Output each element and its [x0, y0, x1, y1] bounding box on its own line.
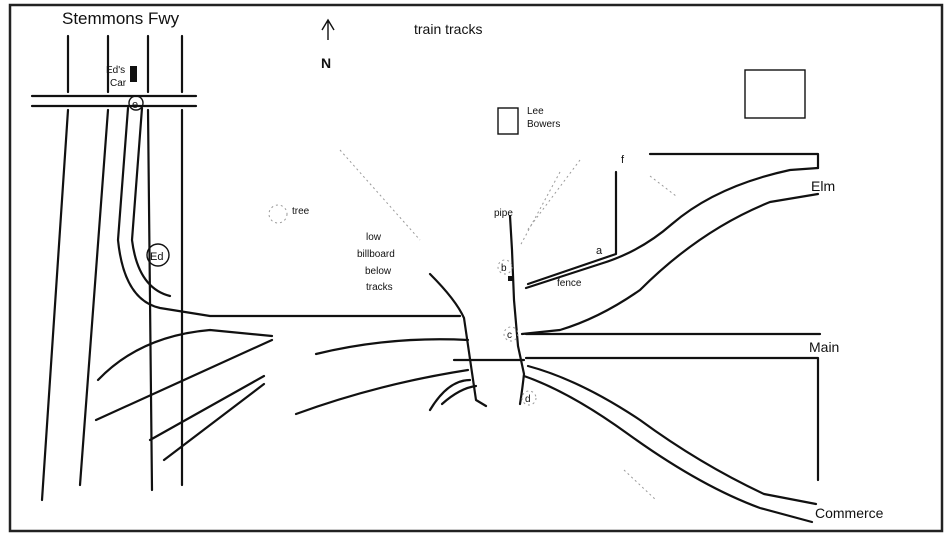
point-e-circle: [128, 95, 144, 111]
point-c-label: c: [507, 330, 512, 341]
point-b-marker: [508, 276, 513, 281]
map-frame: [8, 3, 944, 533]
pipe-label: pipe: [494, 208, 513, 219]
commerce-street: [522, 364, 818, 524]
fence-label: fence: [557, 278, 582, 289]
billboard-label-4: tracks: [366, 282, 393, 293]
point-a-label: a: [596, 245, 603, 257]
ed-circle: [146, 243, 170, 267]
point-e-label: e: [132, 99, 138, 111]
elm-street: [520, 166, 820, 336]
point-d-circle: [521, 390, 537, 406]
building-box: [744, 69, 806, 119]
main-street-label: Main: [809, 339, 839, 355]
eds-car-label-2: Car: [110, 78, 127, 89]
commerce-street-label: Commerce: [815, 505, 884, 521]
tree-icon: [268, 204, 288, 224]
billboard-label-3: below: [365, 266, 392, 277]
faint-sight-lines: [339, 149, 677, 501]
north-label: N: [321, 55, 331, 71]
main-street: [524, 332, 822, 482]
point-c-circle: [503, 326, 519, 342]
point-b-label: b: [501, 263, 507, 274]
eds-car-label-1: Ed's: [106, 65, 125, 76]
point-f-label: f: [621, 154, 625, 166]
lee-bowers-tower: [497, 107, 519, 135]
point-b-circle: [497, 259, 513, 275]
stemmons-freeway-roads: [30, 34, 462, 502]
lee-bowers-label-2: Bowers: [527, 119, 560, 130]
triple-underpass: [294, 214, 526, 416]
lower-left-ramps: [94, 328, 274, 462]
billboard-label-2: billboard: [357, 249, 395, 260]
billboard-label-1: low: [366, 232, 382, 243]
train-tracks-label: train tracks: [414, 21, 482, 37]
fence-and-stockade: [526, 152, 820, 286]
tree-label: tree: [292, 206, 310, 217]
north-arrow-icon: [321, 18, 335, 40]
elm-street-label: Elm: [811, 178, 835, 194]
eds-car-marker: [130, 66, 137, 82]
lee-bowers-label-1: Lee: [527, 106, 544, 117]
point-d-label: d: [525, 394, 531, 405]
freeway-label: Stemmons Fwy: [62, 9, 180, 28]
ed-label: Ed: [150, 251, 163, 263]
